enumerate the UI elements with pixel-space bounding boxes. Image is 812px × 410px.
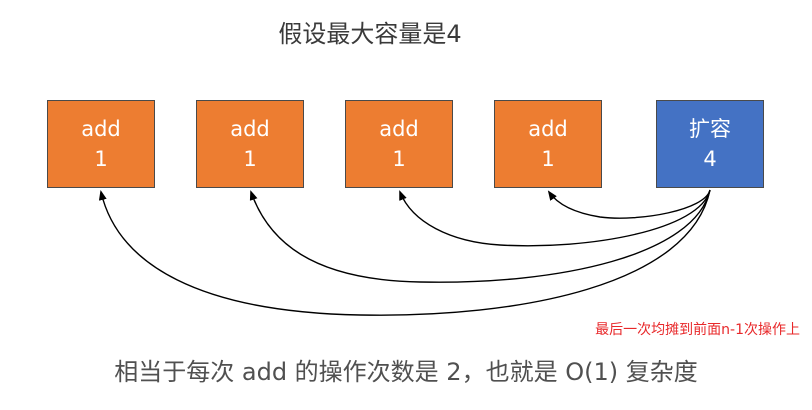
add-box-3: add 1 <box>345 100 453 188</box>
arrow-to-box-2 <box>249 189 711 283</box>
box-label: add <box>230 117 270 141</box>
amortization-note: 最后一次均摊到前面n-1次操作上 <box>595 322 800 338</box>
summary-text: 相当于每次 add 的操作次数是 2，也就是 O(1) 复杂度 <box>114 358 698 386</box>
add-box-2: add 1 <box>196 100 304 188</box>
box-label: add <box>528 117 568 141</box>
box-label: add <box>379 117 419 141</box>
box-value: 1 <box>392 147 406 171</box>
box-value: 4 <box>703 147 717 171</box>
box-value: 1 <box>541 147 555 171</box>
arrow-to-box-4 <box>547 189 711 219</box>
resize-box: 扩容 4 <box>656 100 764 188</box>
box-label: 扩容 <box>689 117 731 141</box>
box-value: 1 <box>94 147 108 171</box>
diagram-title: 假设最大容量是4 <box>278 20 462 48</box>
arrow-to-box-3 <box>399 189 711 247</box>
box-value: 1 <box>243 147 257 171</box>
add-box-1: add 1 <box>47 100 155 188</box>
box-label: add <box>81 117 121 141</box>
add-box-4: add 1 <box>494 100 602 188</box>
arrow-to-box-1 <box>98 189 711 316</box>
